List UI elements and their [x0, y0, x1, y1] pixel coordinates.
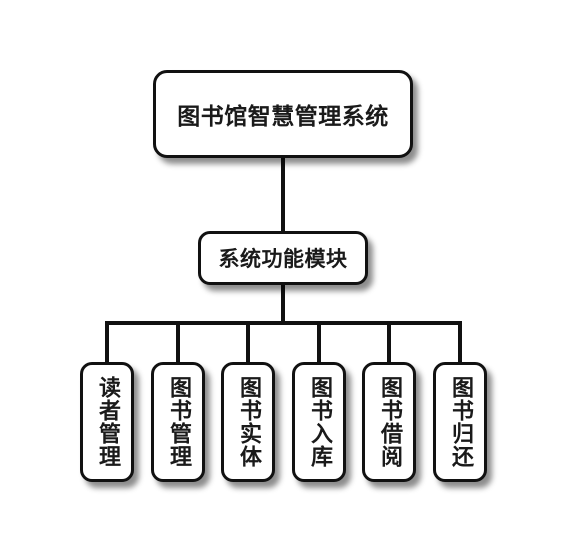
leaf-node-book-management: 图书管理: [151, 362, 205, 482]
leaf-node-book-return: 图书归还: [433, 362, 487, 482]
leaf-node-label: 图书归还: [448, 376, 473, 468]
leaf-node-reader-management: 读者管理: [80, 362, 134, 482]
root-node-label: 图书馆智慧管理系统: [177, 104, 389, 130]
module-node: 系统功能模块: [198, 231, 368, 285]
leaf-node-label: 图书管理: [166, 376, 191, 468]
module-node-label: 系统功能模块: [218, 247, 348, 271]
leaf-node-label: 图书借阅: [377, 376, 402, 468]
root-node-system: 图书馆智慧管理系统: [153, 70, 413, 158]
leaf-node-label: 图书入库: [307, 376, 332, 468]
leaf-node-book-entity: 图书实体: [221, 362, 275, 482]
leaf-node-label: 图书实体: [236, 376, 261, 468]
leaf-node-book-borrowing: 图书借阅: [362, 362, 416, 482]
leaf-node-label: 读者管理: [95, 376, 120, 468]
leaf-node-book-stocking: 图书入库: [292, 362, 346, 482]
